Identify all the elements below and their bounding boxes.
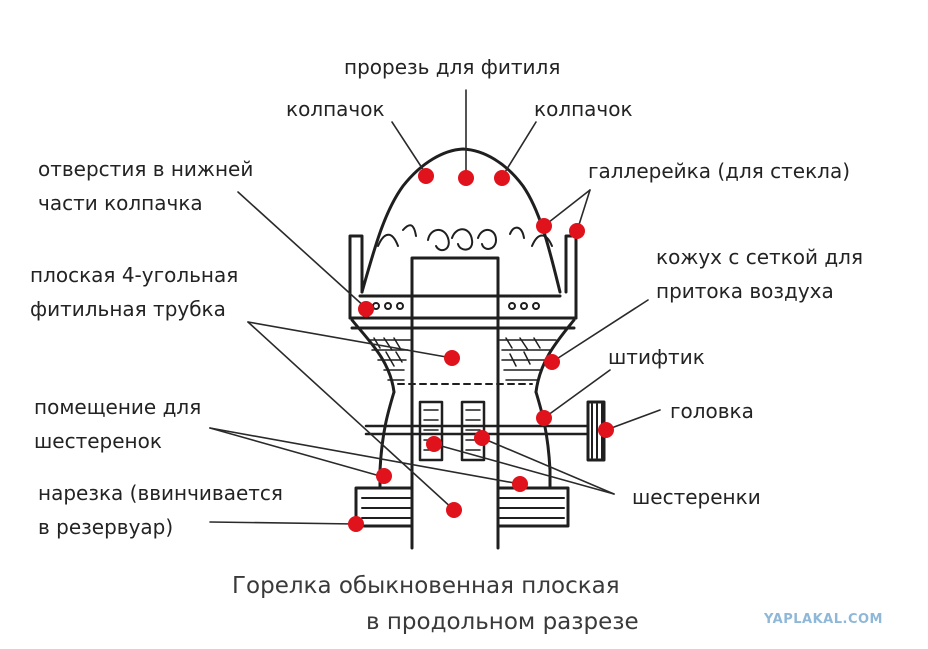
label-gear-room-line1: помещение для: [34, 395, 202, 419]
marker-pin: [536, 410, 552, 426]
label-wick-tube-line1: плоская 4-угольная: [30, 263, 239, 287]
marker-cap-holes: [358, 301, 374, 317]
gear-room-right: [534, 390, 552, 472]
cap-holes-row: [372, 302, 540, 310]
leader-wick-tube-b: [247, 321, 455, 511]
gallery-right-wall: [564, 234, 578, 320]
air-mesh: [369, 337, 557, 381]
leader-cap-right: [501, 121, 537, 178]
marker-thread: [348, 516, 364, 532]
label-casing-line2: притока воздуха: [656, 279, 834, 303]
caption-line2: в продольном разрезе: [366, 609, 639, 635]
casing-right: [534, 318, 576, 394]
leader-gallery-a: [543, 189, 591, 227]
label-cap-left: колпачок: [286, 97, 385, 121]
marker-casing: [544, 354, 560, 370]
leader-gears-a: [433, 443, 615, 495]
marker-gear-room: [512, 476, 528, 492]
label-cap-holes-line1: отверстия в нижней: [38, 157, 254, 181]
leader-cap-left: [391, 121, 427, 175]
marker-knob: [598, 422, 614, 438]
label-gallery: галлерейка (для стекла): [588, 159, 851, 183]
label-gear-room-line2: шестеренок: [34, 429, 162, 453]
leader-knob: [605, 409, 661, 431]
leader-pin: [543, 369, 611, 419]
leader-gear-room-b: [209, 427, 381, 477]
knob-outline: [586, 400, 606, 462]
label-wick-tube-line2: фитильная трубка: [30, 297, 226, 321]
leader-casing: [551, 299, 649, 363]
label-thread-line2: в резервуар): [38, 515, 174, 539]
label-cap-holes-line2: части колпачка: [38, 191, 203, 215]
leader-gears-b: [481, 437, 615, 495]
caption-line1: Горелка обыкновенная плоская: [232, 573, 620, 599]
label-thread-line1: нарезка (ввинчивается: [38, 481, 283, 505]
watermark: YAPLAKAL.COM: [764, 612, 883, 627]
gear-left: [418, 400, 444, 462]
marker-gallery-a: [536, 218, 552, 234]
casing-left: [350, 318, 396, 394]
marker-wick-slot: [458, 170, 474, 186]
leader-lines: [209, 89, 661, 525]
cap-outline: [360, 147, 562, 294]
marker-gallery-b: [569, 223, 585, 239]
marker-gear-right: [474, 430, 490, 446]
leader-cap-holes: [237, 191, 367, 309]
marker-gear-room-b: [376, 468, 392, 484]
base-collar: [354, 486, 570, 528]
marker-wick-tube-b: [446, 502, 462, 518]
label-wick-slot: прорезь для фитиля: [344, 55, 561, 79]
leader-wick-tube-a: [247, 321, 453, 359]
cap-inner-waves: [377, 224, 553, 252]
label-knob: головка: [670, 399, 754, 423]
label-casing-line1: кожух с сеткой для: [656, 245, 863, 269]
marker-cap-right: [494, 170, 510, 186]
label-gears: шестеренки: [632, 485, 761, 509]
gear-room-left: [378, 390, 396, 472]
markers: [348, 168, 614, 532]
label-cap-right: колпачок: [534, 97, 633, 121]
base-thread: [361, 497, 565, 519]
leader-gear-room-a: [209, 427, 521, 485]
marker-gear-left: [426, 436, 442, 452]
leader-thread: [209, 521, 357, 525]
marker-wick-tube: [444, 350, 460, 366]
gallery-left-wall: [348, 234, 364, 320]
marker-cap-left: [418, 168, 434, 184]
wick-tube: [410, 256, 500, 550]
label-pin: штифтик: [608, 345, 705, 369]
